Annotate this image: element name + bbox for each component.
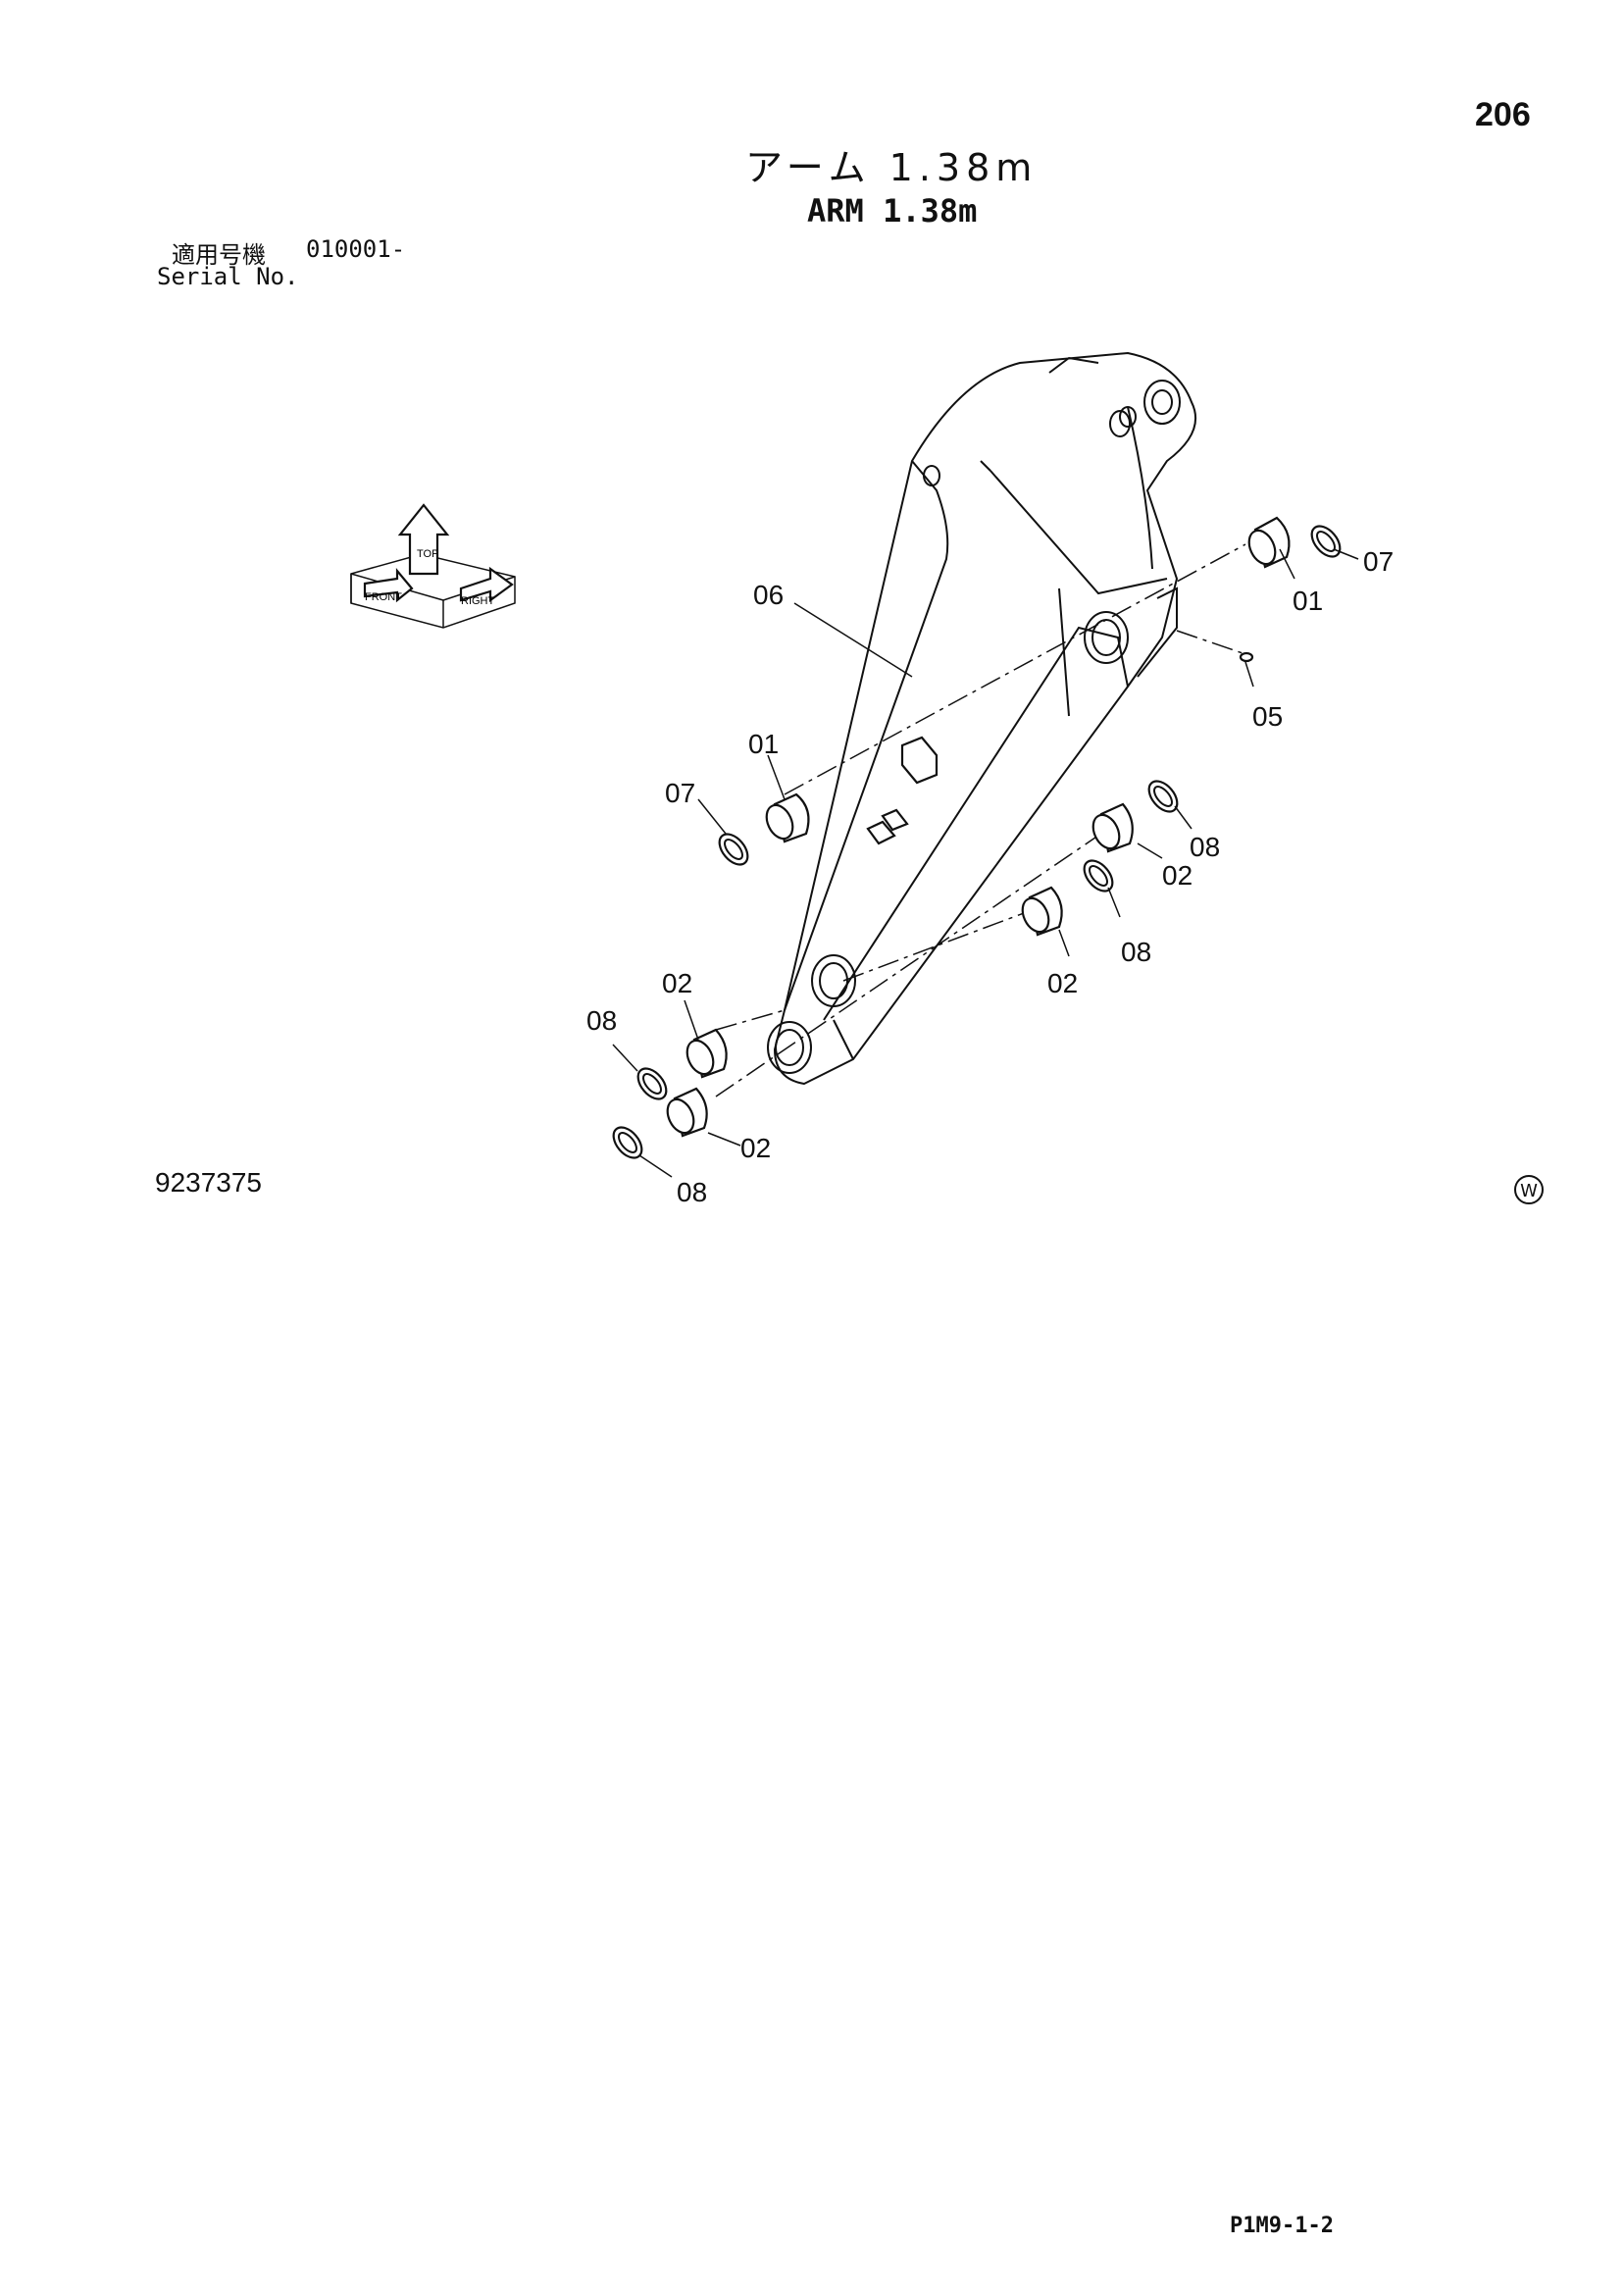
orientation-right-label: RIGHT xyxy=(461,595,495,607)
callout-07-left: 07 xyxy=(665,778,695,808)
orientation-front-label: FRONT xyxy=(365,591,402,603)
part-bushing-02-left-lower xyxy=(666,1087,708,1138)
drawing-number: 9237375 xyxy=(155,1167,263,1198)
title-english: ARM 1.38m xyxy=(807,192,978,230)
callout-08-mid-right: 08 xyxy=(1121,937,1151,967)
callout-02-left-upper: 02 xyxy=(662,968,692,998)
part-bushing-02-left-upper xyxy=(685,1028,728,1079)
callout-02-upper-right: 02 xyxy=(1162,860,1193,891)
part-grease-nipple-05 xyxy=(1239,651,1254,663)
orientation-top-label: TOP xyxy=(417,548,438,560)
part-ring-08-upper-right xyxy=(1147,780,1179,813)
page-number: 206 xyxy=(1475,96,1531,133)
callout-07-right: 07 xyxy=(1363,546,1394,577)
part-ring-07-left xyxy=(718,833,749,866)
part-ring-08-mid-right xyxy=(1083,859,1114,893)
orientation-icon: FRONT TOP RIGHT xyxy=(350,503,516,629)
footer-code: P1M9-1-2 xyxy=(1230,2214,1334,2238)
title-japanese: アーム 1.38m xyxy=(745,146,1039,189)
callout-08-upper-right: 08 xyxy=(1190,832,1220,862)
part-ring-08-left-upper xyxy=(636,1067,668,1100)
corner-mark: W xyxy=(1514,1175,1544,1204)
callout-02-left-lower: 02 xyxy=(740,1133,771,1163)
callout-02-mid-right: 02 xyxy=(1047,968,1078,998)
callout-05: 05 xyxy=(1252,701,1283,732)
leader-lines xyxy=(612,548,1359,1178)
callout-labels: 06 01 07 05 01 07 08 02 08 02 02 08 02 0… xyxy=(586,546,1394,1207)
part-bushing-02-mid-right xyxy=(1021,886,1063,937)
serial-label-english: Serial No. xyxy=(157,263,299,290)
arm-body xyxy=(767,351,1196,1086)
callout-01-right: 01 xyxy=(1293,586,1323,616)
part-bushing-01-right xyxy=(1247,516,1291,569)
callout-08-left-upper: 08 xyxy=(586,1005,617,1036)
part-bushing-02-upper-right xyxy=(1091,802,1134,853)
part-ring-08-left-lower xyxy=(612,1126,643,1159)
part-bushing-01-left xyxy=(765,792,810,843)
callout-01-left: 01 xyxy=(748,729,779,759)
serial-label-japanese: 適用号機 xyxy=(172,241,266,269)
centerlines xyxy=(715,543,1246,1097)
callout-06: 06 xyxy=(753,580,784,610)
callout-08-left-lower: 08 xyxy=(677,1177,707,1207)
part-ring-07-right xyxy=(1310,525,1342,558)
serial-code: 010001- xyxy=(306,235,406,263)
